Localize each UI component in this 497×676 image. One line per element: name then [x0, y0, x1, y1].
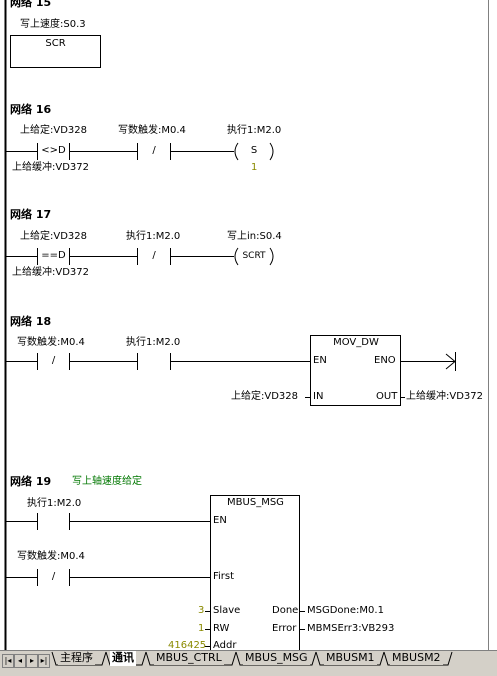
network-16-title: 网络 16 — [10, 103, 52, 116]
mbus-msg-title[interactable]: MBUS_MSG — [227, 497, 284, 508]
mbus-msg-rw-value: 1 — [198, 623, 205, 634]
mov-dw-in-operand: 上给定:VD328 — [231, 391, 298, 402]
mbus-msg-addr: Addr — [213, 640, 237, 650]
n16-set-coil[interactable]: S — [250, 145, 258, 156]
tab-outlines — [51, 651, 453, 666]
mbus-msg-done-operand: MSGDone:M0.1 — [307, 605, 384, 616]
mbus-msg-error-operand: MBMSErr3:VB293 — [307, 623, 395, 634]
n16-contact1-operand2: 上给缓冲:VD372 — [12, 162, 89, 173]
n16-compare-contact[interactable]: <>D — [41, 145, 66, 156]
mov-dw-title[interactable]: MOV_DW — [333, 337, 379, 348]
n17-compare-contact[interactable]: ==D — [41, 250, 66, 261]
n18-contact2-operand: 执行1:M2.0 — [126, 337, 181, 348]
mbus-msg-first: First — [213, 571, 235, 582]
n16-nc-contact[interactable]: / — [152, 145, 156, 156]
network-19-comment: 写上轴速度给定 — [72, 476, 142, 487]
mov-dw-out: OUT — [376, 391, 398, 402]
mbus-msg-addr-value: 416425 — [168, 640, 207, 650]
n16-contact1-operand: 上给定:VD328 — [20, 125, 87, 136]
network-19-title: 网络 19 — [10, 475, 52, 488]
mbus-msg-slave-value: 3 — [198, 605, 205, 616]
mbus-msg-error: Error — [272, 623, 297, 634]
mbus-msg-slave: Slave — [213, 605, 241, 616]
tab-mbusm2[interactable]: MBUSM2 — [390, 651, 443, 665]
mov-dw-en: EN — [313, 355, 327, 366]
ladder-editor[interactable]: 网络 15 写上速度:S0.3 SCR 网络 16 上给定:VD328 <>D … — [0, 0, 497, 650]
network-18-title: 网络 18 — [10, 315, 52, 328]
network-17-title: 网络 17 — [10, 208, 52, 221]
last-tab-icon[interactable]: ▸| — [38, 654, 50, 668]
n16-coil-operand: 执行1:M2.0 — [227, 125, 282, 136]
prev-tab-icon[interactable]: ◂ — [14, 654, 26, 668]
n19-contact2-operand: 写数触发:M0.4 — [17, 551, 85, 562]
n17-contact1-operand: 上给定:VD328 — [20, 231, 87, 242]
n16-contact2-operand: 写数触发:M0.4 — [118, 125, 186, 136]
mov-dw-in: IN — [313, 391, 324, 402]
network-15-title: 网络 15 — [10, 0, 52, 9]
tab-mbusm1[interactable]: MBUSM1 — [324, 651, 377, 665]
n17-nc-contact[interactable]: / — [152, 250, 156, 261]
n18-contact1-operand: 写数触发:M0.4 — [17, 337, 85, 348]
n17-contact2-operand: 执行1:M2.0 — [126, 231, 181, 242]
tab-communication[interactable]: 通讯 — [110, 651, 136, 666]
mbus-msg-en: EN — [213, 515, 227, 526]
n19-nc-contact[interactable]: / — [51, 571, 56, 582]
n17-contact1-operand2: 上给缓冲:VD372 — [12, 267, 89, 278]
tab-mbus-ctrl[interactable]: MBUS_CTRL — [154, 651, 224, 665]
n17-scrt-coil[interactable]: SCRT — [242, 251, 266, 261]
mov-dw-eno: ENO — [374, 355, 396, 366]
n16-coil-count: 1 — [251, 162, 258, 173]
mbus-msg-rw: RW — [213, 623, 230, 634]
mov-dw-out-operand: 上给缓冲:VD372 — [406, 391, 483, 402]
scr-operand: 写上速度:S0.3 — [20, 19, 86, 30]
ladder-wires — [4, 0, 489, 650]
scr-box-label[interactable]: SCR — [45, 38, 66, 49]
mbus-msg-done: Done — [272, 605, 299, 616]
n18-nc-contact[interactable]: / — [51, 355, 56, 366]
n19-contact1-operand: 执行1:M2.0 — [27, 498, 82, 509]
program-tab-bar: |◂ ◂ ▸ ▸| 主程序 通讯 MBUS_CTRL MBUS_MSG MBUS… — [0, 650, 497, 676]
first-tab-icon[interactable]: |◂ — [2, 654, 14, 668]
tab-mbus-msg[interactable]: MBUS_MSG — [243, 651, 310, 665]
n17-coil-operand: 写上in:S0.4 — [227, 231, 282, 242]
next-tab-icon[interactable]: ▸ — [26, 654, 38, 668]
tab-main-program[interactable]: 主程序 — [58, 651, 95, 665]
